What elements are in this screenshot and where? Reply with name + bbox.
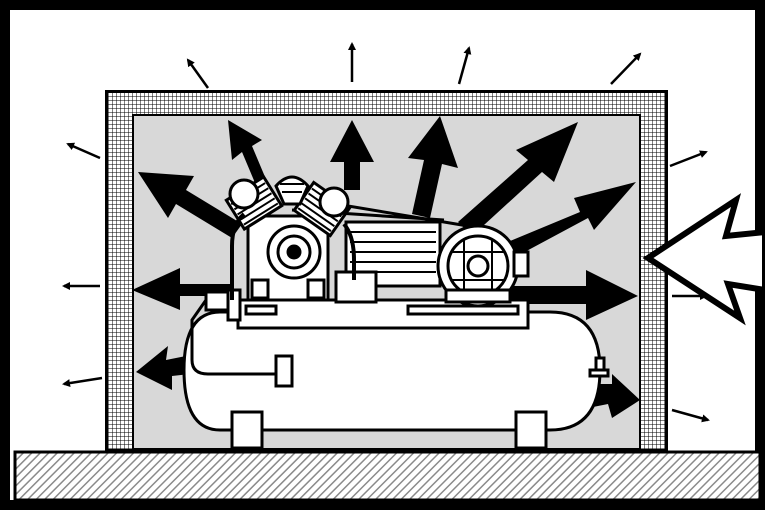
check-valve (204, 290, 230, 312)
thin-arrow-icon (671, 408, 710, 423)
heavy-arrow-icon (132, 268, 232, 310)
thin-arrow-icon (62, 376, 103, 388)
flywheel-hub (466, 254, 490, 278)
flywheel-spokes (452, 240, 504, 292)
motor-fins (350, 231, 436, 273)
air-compressor (182, 174, 610, 450)
tank-foot (514, 410, 548, 450)
heavy-arrow-icon (498, 182, 636, 262)
floor (13, 450, 762, 502)
thin-arrow-icon (186, 58, 210, 89)
thin-arrow-icon (669, 150, 708, 168)
heavy-arrow-icon (508, 270, 638, 320)
pump-cylinder-right (292, 180, 352, 238)
thin-arrow-icon (66, 142, 101, 160)
heavy-arrow-icon (588, 374, 640, 418)
tank-foot (230, 410, 264, 450)
intercooler-pipe (342, 222, 356, 280)
air-tank (182, 310, 602, 432)
motor-shaft-cap (512, 250, 530, 278)
service-pipe (190, 299, 276, 376)
crankcase-foot (250, 278, 270, 300)
leaked-noise-arrows (62, 42, 710, 423)
heavy-arrow-icon (458, 122, 578, 236)
heavy-arrow-icon (228, 120, 268, 190)
heavy-arrow-icon (330, 120, 374, 190)
internal-noise-arrows (132, 116, 640, 418)
drain-valve-cap (588, 368, 610, 378)
discharge-pipe (230, 212, 246, 300)
motor-foot (444, 288, 512, 304)
cylinder-head (274, 175, 310, 206)
heavy-arrow-icon (408, 116, 458, 218)
crankcase-foot (306, 278, 326, 300)
thin-arrow-icon (457, 46, 472, 85)
pressure-switch (274, 354, 294, 388)
heavy-arrow-icon (136, 346, 190, 390)
plate-slot (244, 304, 278, 316)
thin-arrow-icon (610, 52, 642, 85)
pump-pulley-hub (286, 244, 302, 260)
heavy-arrow-icon (138, 172, 242, 238)
cylinder-head-fins (280, 183, 304, 193)
plate-slot (406, 304, 520, 316)
hollow-arrow-icon (642, 193, 765, 326)
